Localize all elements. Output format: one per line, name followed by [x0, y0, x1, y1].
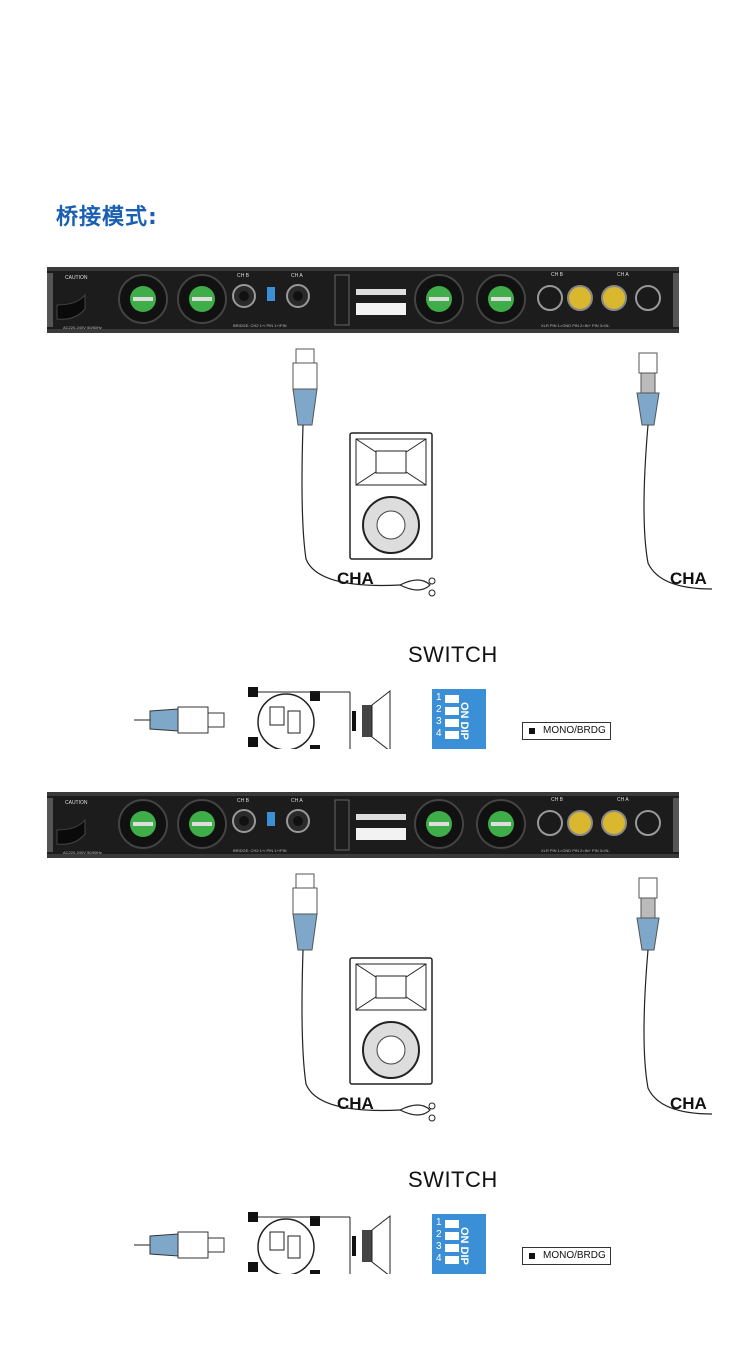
bridge-diagram-section: CAUTION AC220-240V 50/60Hz CH B CH A BRI… [0, 724, 750, 1274]
xlr-input [567, 810, 593, 836]
caution-label: CAUTION [65, 275, 88, 281]
fan-icon [118, 274, 168, 324]
dip-numbers: 1 2 3 4 [436, 692, 446, 740]
xlr-ch-b-label: CH B [551, 272, 564, 278]
dip-number: 1 [436, 692, 442, 703]
dip-number: 4 [436, 1253, 442, 1264]
dip-switch-icon [432, 689, 486, 749]
speaker-cabinet-icon [349, 432, 433, 560]
speakon-plug-side-icon [134, 1231, 225, 1259]
page-title: 桥接模式: [56, 205, 158, 230]
xlr-ch-b-label: CH B [551, 797, 564, 803]
fan-icon [476, 799, 526, 849]
ch-a-output-label: CH A [291, 798, 303, 804]
mono-bridge-label: MONO/BRDG [543, 1250, 606, 1261]
xlr-ch-a-label: CH A [617, 272, 629, 278]
loudspeaker-symbol-icon [352, 1214, 391, 1274]
speakon-plug-side-icon [134, 706, 225, 734]
switch-title: SWITCH [408, 642, 498, 667]
xlr-plug-icon [636, 352, 660, 426]
switch-title: SWITCH [408, 1167, 498, 1192]
ch-a-output-label: CH A [291, 273, 303, 279]
amplifier-rear-panel: CAUTION AC220-240V 50/60Hz CH B CH A BRI… [47, 267, 679, 333]
dip-number: 1 [436, 1217, 442, 1228]
xlr-input [601, 285, 627, 311]
dip-number: 3 [436, 1241, 442, 1252]
bridge-spec-label: BRIDGE: CH2 1+/ PIN 1+/PIN [233, 848, 287, 853]
wiring-diagram [134, 348, 713, 749]
dip-number: 2 [436, 704, 442, 715]
xlr-input [635, 285, 661, 311]
fan-icon [118, 799, 168, 849]
speakon-plug-icon [292, 873, 318, 951]
amplifier-rear-panel: CAUTION AC220-240V 50/60Hz CH B CH A BRI… [47, 792, 679, 858]
fan-icon [414, 799, 464, 849]
xlr-input [635, 810, 661, 836]
switch-indicator [529, 1253, 535, 1259]
wiring-diagram [134, 873, 713, 1274]
xlr-spec-label: XLR PIN 1=GND PIN 2=IN+ PIN 3=IN- [541, 848, 610, 853]
xlr-spec-label: XLR PIN 1=GND PIN 2=IN+ PIN 3=IN- [541, 323, 610, 328]
dip-number: 4 [436, 728, 442, 739]
mono-bridge-label: MONO/BRDG [543, 725, 606, 736]
xlr-input [567, 285, 593, 311]
power-spec-label: AC220-240V 50/60Hz [63, 850, 102, 855]
ch-b-output-label: CH B [237, 798, 250, 804]
xlr-input [537, 285, 563, 311]
left-channel-label: CHA [337, 569, 374, 588]
left-channel-label: CHA [337, 1094, 374, 1113]
caution-label: CAUTION [65, 800, 88, 806]
mono-bridge-switch: MONO/BRDG [522, 722, 611, 740]
loudspeaker-symbol-icon [352, 689, 391, 749]
xlr-plug-icon [636, 877, 660, 951]
dip-label: ON DIP [458, 1227, 470, 1265]
ch-b-output-label: CH B [237, 273, 250, 279]
xlr-input [601, 810, 627, 836]
mono-bridge-switch: MONO/BRDG [522, 1247, 611, 1265]
dip-switch-icon [432, 1214, 486, 1274]
fan-icon [177, 274, 227, 324]
fan-icon [414, 274, 464, 324]
speaker-cabinet-icon [349, 957, 433, 1085]
bridge-diagram-section: CAUTION AC220-240V 50/60Hz CH B CH A BRI… [0, 199, 750, 749]
dip-numbers: 1 2 3 4 [436, 1217, 446, 1265]
speakon-plug-icon [292, 348, 318, 426]
power-spec-label: AC220-240V 50/60Hz [63, 325, 102, 330]
fan-icon [476, 274, 526, 324]
right-channel-label: CHA [670, 569, 707, 588]
xlr-input [537, 810, 563, 836]
dip-number: 2 [436, 1229, 442, 1240]
dip-number: 3 [436, 716, 442, 727]
right-channel-label: CHA [670, 1094, 707, 1113]
xlr-ch-a-label: CH A [617, 797, 629, 803]
speakon-socket-schematic [248, 687, 351, 749]
fan-icon [177, 799, 227, 849]
bridge-spec-label: BRIDGE: CH2 1+/ PIN 1+/PIN [233, 323, 287, 328]
speakon-socket-schematic [248, 1212, 351, 1274]
switch-indicator [529, 728, 535, 734]
